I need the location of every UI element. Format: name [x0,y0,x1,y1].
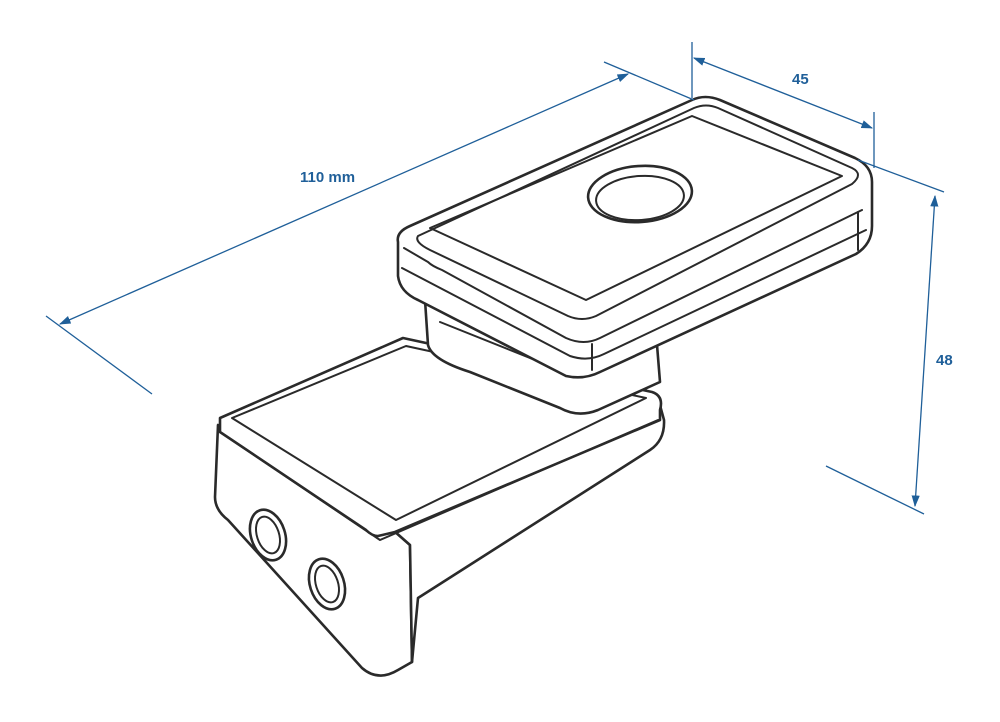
mounting-hole-upper [248,508,288,562]
mounting-hole-lower [307,557,347,611]
length-dimension-line [58,73,630,325]
bracket-plate-lip [219,419,659,541]
bracket-side-face [391,396,666,664]
height-extension-bottom [825,465,925,515]
length-extension-left [45,315,153,395]
width-dimension-line [692,57,874,129]
dimension-length: 110 mm [45,61,695,395]
block-side-groove [401,229,867,360]
dimension-width: 45 [691,42,875,168]
length-extension-right [603,61,695,101]
height-dimension-line [911,194,939,508]
block-side-groove-2 [591,211,859,371]
bracket-front-face [213,423,414,677]
length-label: 110 mm [300,169,355,186]
width-label: 45 [792,71,809,88]
height-label: 48 [936,352,953,369]
dimension-height: 48 [825,159,953,515]
bracket-top-plate-edge [231,345,647,521]
height-extension-top [857,159,945,193]
